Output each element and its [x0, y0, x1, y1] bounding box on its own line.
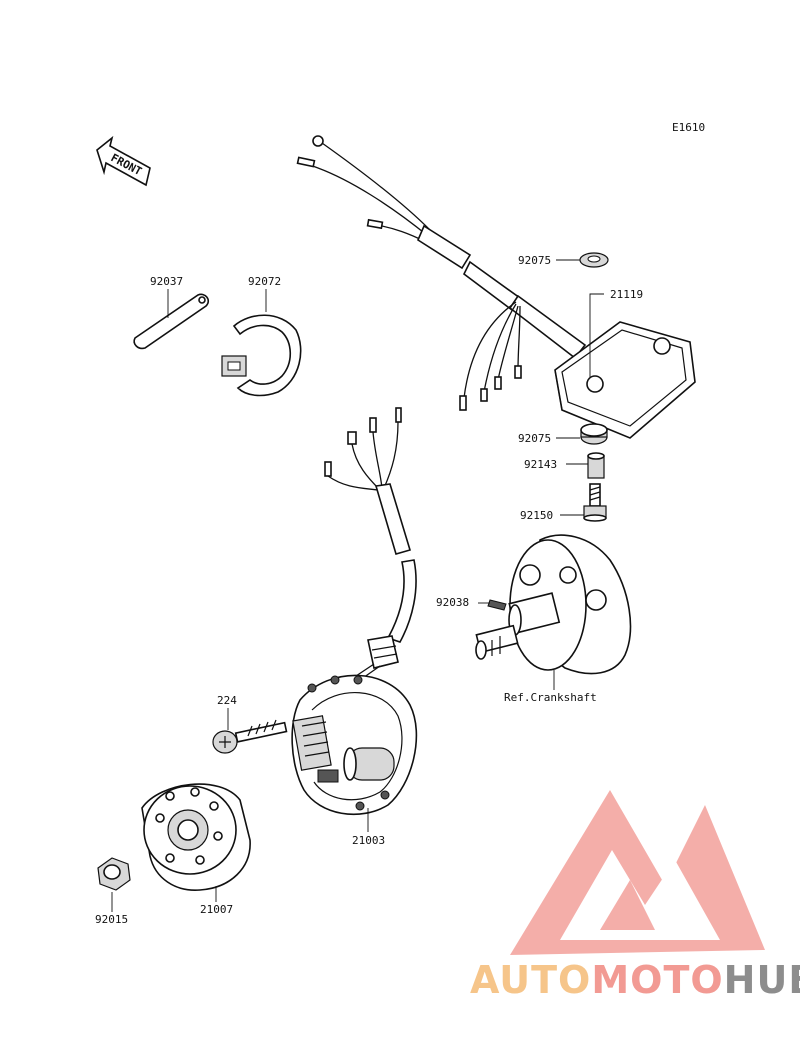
wire-clamp	[221, 314, 302, 397]
stator-assembly	[291, 674, 418, 816]
label-92015: 92015	[95, 913, 128, 926]
label-92075-bottom: 92075	[518, 432, 551, 445]
label-92037: 92037	[150, 275, 183, 288]
label-92075-top: 92075	[518, 254, 551, 267]
regulator-wire-harness	[296, 135, 587, 411]
clamp-band	[133, 293, 210, 350]
label-92072: 92072	[248, 275, 281, 288]
label-21007: 21007	[200, 903, 233, 916]
front-arrow-icon: FRONT	[96, 135, 151, 187]
label-92038: 92038	[436, 596, 469, 609]
regulator-bolt	[583, 483, 607, 522]
woodruff-key	[487, 599, 507, 611]
automotohub-logo-icon	[510, 790, 765, 955]
crankshaft-reference	[475, 534, 632, 675]
label-92150: 92150	[520, 509, 553, 522]
label-ref-crankshaft: Ref.Crankshaft	[504, 691, 597, 704]
label-92143: 92143	[524, 458, 557, 471]
label-21003: 21003	[352, 834, 385, 847]
collar	[587, 452, 605, 479]
label-21119: 21119	[610, 288, 643, 301]
wordmark-auto: AUTO	[470, 958, 592, 1002]
label-224: 224	[217, 694, 237, 707]
flywheel-rotor	[141, 783, 251, 891]
wordmark-hub: HUB	[723, 958, 800, 1002]
rubber-damper-bottom	[580, 423, 608, 445]
stator-screw	[212, 719, 288, 754]
automotohub-wordmark: AUTOMOTOHUB	[470, 958, 800, 1002]
diagram-code: E1610	[672, 121, 705, 134]
wordmark-moto: MOTO	[591, 958, 724, 1002]
flywheel-nut	[97, 857, 131, 891]
rubber-damper-top	[579, 252, 609, 268]
stator-wire-harness	[324, 407, 417, 681]
leader-lines	[111, 259, 604, 912]
